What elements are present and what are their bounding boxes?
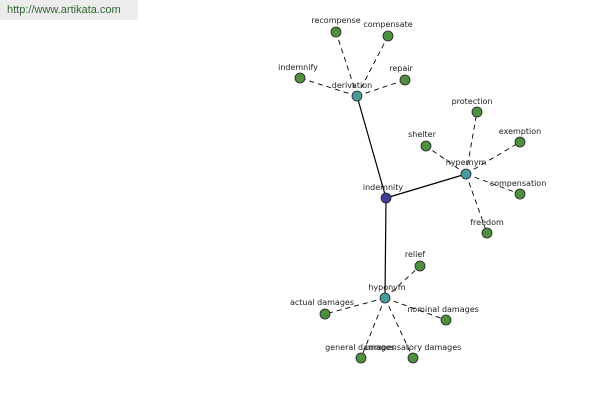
label-repair: repair	[389, 64, 413, 73]
edge-hyponym-general-damages	[360, 297, 386, 359]
node-nominal-damages[interactable]	[440, 314, 452, 326]
node-actual-damages[interactable]	[319, 308, 331, 320]
label-nominal-damages: nominal damages	[407, 305, 479, 314]
label-compensate: compensate	[363, 20, 412, 29]
edge-root-hyponym	[384, 197, 387, 299]
edge-hyponym-actual-damages	[324, 297, 386, 315]
site-url-banner[interactable]: http://www.artikata.com	[0, 0, 138, 20]
label-root-indemnity: indemnity	[363, 183, 404, 192]
edge-hyponym-relief	[384, 265, 421, 299]
edge-hypernym-compensation	[465, 173, 521, 195]
node-compensation[interactable]	[514, 188, 526, 200]
label-compensatory-damages: compensatory damages	[365, 343, 462, 352]
node-relation-derivation[interactable]	[351, 90, 363, 102]
label-indemnify: indemnify	[278, 63, 318, 72]
node-indemnify[interactable]	[294, 72, 306, 84]
label-freedom: freedom	[470, 218, 504, 227]
label-exemption: exemption	[499, 127, 541, 136]
label-relation-hyponym: hyponym	[368, 283, 406, 292]
node-recompense[interactable]	[330, 26, 342, 38]
graph-nodes	[294, 26, 526, 364]
node-exemption[interactable]	[514, 136, 526, 148]
node-relation-hyponym[interactable]	[379, 292, 391, 304]
label-actual-damages: actual damages	[290, 298, 354, 307]
node-compensatory-damages[interactable]	[407, 352, 419, 364]
node-freedom[interactable]	[481, 227, 493, 239]
edge-hyponym-nominal-damages	[384, 297, 447, 321]
label-relation-hypernym: hypernym	[446, 158, 487, 167]
label-recompense: recompense	[311, 16, 360, 25]
label-shelter: shelter	[408, 130, 436, 139]
edge-derivation-recompense	[335, 31, 358, 97]
edge-derivation-indemnify	[299, 77, 358, 97]
node-relation-hypernym[interactable]	[460, 168, 472, 180]
node-compensate[interactable]	[382, 30, 394, 42]
edge-hypernym-freedom	[465, 173, 488, 234]
label-compensation: compensation	[490, 179, 547, 188]
node-relief[interactable]	[414, 260, 426, 272]
label-relation-derivation: derivation	[332, 81, 372, 90]
edge-hypernym-shelter	[425, 145, 467, 175]
node-general-damages[interactable]	[355, 352, 367, 364]
node-protection[interactable]	[471, 106, 483, 118]
edge-hyponym-compensatory-damages	[384, 297, 414, 359]
node-repair[interactable]	[399, 74, 411, 86]
label-protection: protection	[452, 97, 493, 106]
node-root-indemnity[interactable]	[380, 192, 392, 204]
edge-hypernym-exemption	[465, 141, 521, 175]
label-general-damages: general damages	[325, 343, 395, 352]
edge-root-hypernym	[385, 173, 467, 199]
edge-root-derivation	[356, 95, 387, 199]
edge-hypernym-protection	[465, 111, 478, 175]
edge-derivation-compensate	[356, 35, 389, 97]
label-relief: relief	[405, 250, 425, 259]
node-shelter[interactable]	[420, 140, 432, 152]
graph-edges	[299, 31, 521, 359]
